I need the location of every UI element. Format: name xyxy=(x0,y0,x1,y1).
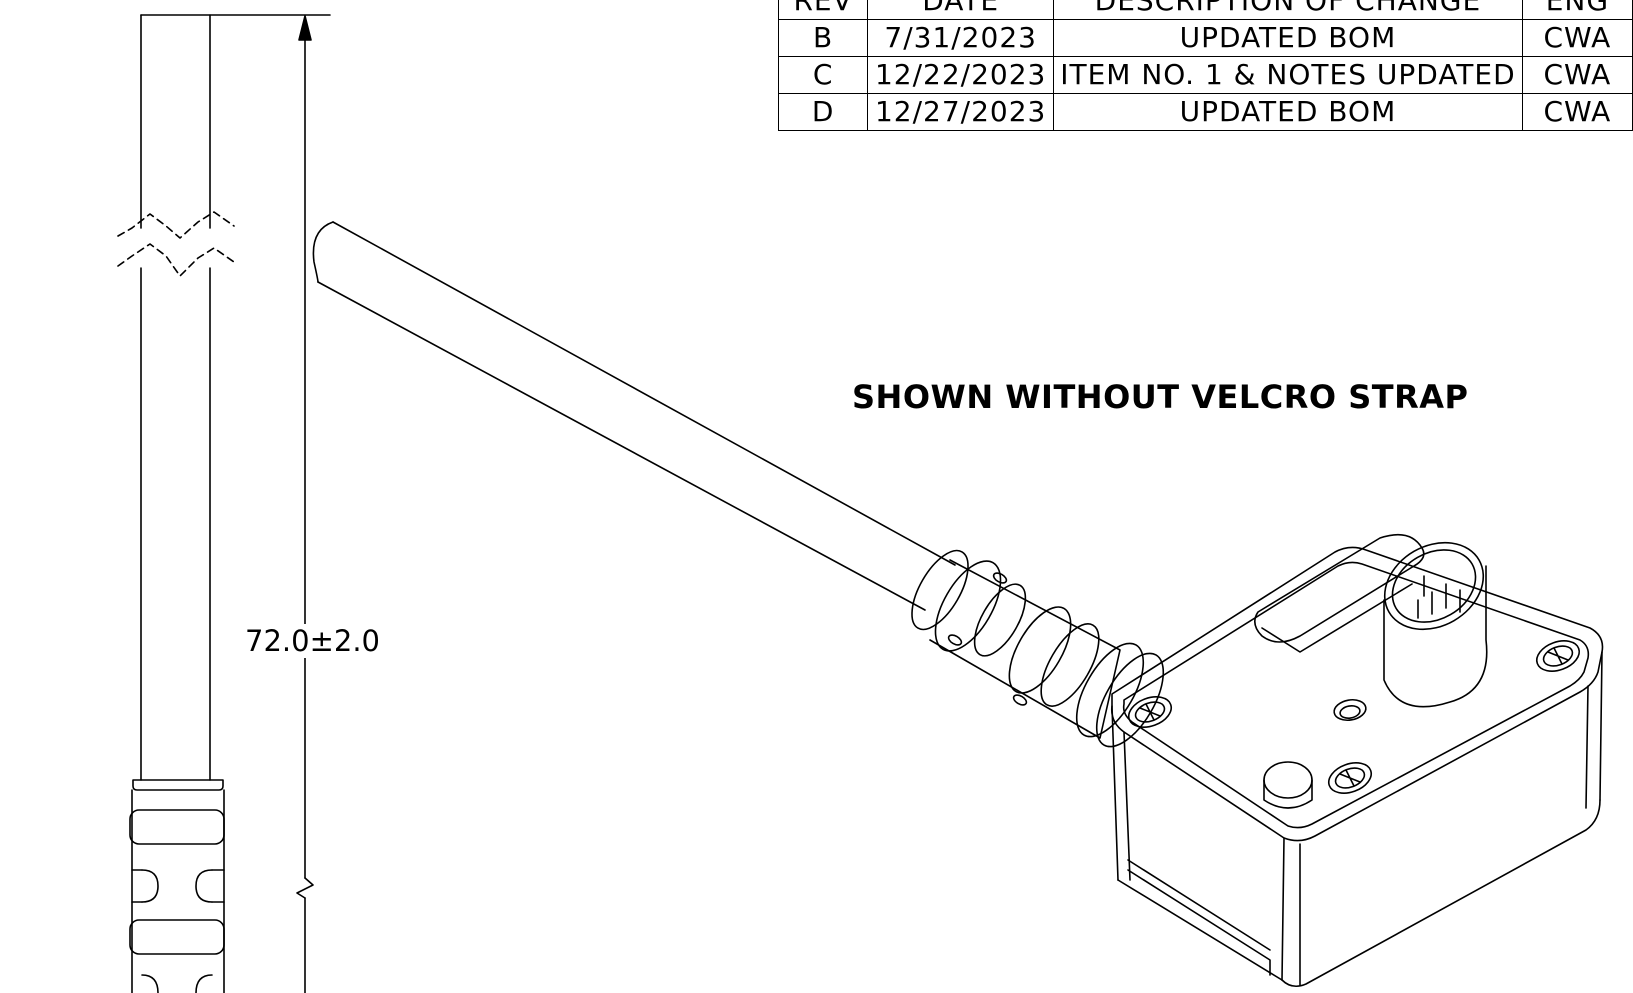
iso-housing xyxy=(1110,533,1604,988)
table-row: B 7/31/2023 UPDATED BOM CWA xyxy=(777,19,1633,57)
side-view-cable xyxy=(140,14,331,781)
cell-date: 12/22/2023 xyxy=(867,56,1055,94)
header-date: DATE xyxy=(867,0,1055,20)
cell-description: UPDATED BOM xyxy=(1053,93,1523,131)
cell-description: ITEM NO. 1 & NOTES UPDATED xyxy=(1053,56,1523,94)
cell-eng: CWA xyxy=(1521,93,1633,131)
header-description: DESCRIPTION OF CHANGE xyxy=(1053,0,1523,20)
length-dimension-label: 72.0±2.0 xyxy=(244,624,381,658)
iso-screws xyxy=(1127,640,1581,794)
cell-description: UPDATED BOM xyxy=(1053,19,1523,57)
cell-rev: B xyxy=(777,19,869,57)
header-rev: REV xyxy=(777,0,869,20)
revision-table: REV DATE DESCRIPTION OF CHANGE ENG B 7/3… xyxy=(777,0,1633,131)
dimension-line xyxy=(296,15,314,993)
cell-rev: D xyxy=(777,93,869,131)
iso-cable xyxy=(312,221,956,611)
cell-date: 12/27/2023 xyxy=(867,93,1055,131)
header-eng: ENG xyxy=(1521,0,1633,20)
revision-header-row: REV DATE DESCRIPTION OF CHANGE ENG xyxy=(777,0,1633,20)
table-row: C 12/22/2023 ITEM NO. 1 & NOTES UPDATED … xyxy=(777,56,1633,94)
view-note: SHOWN WITHOUT VELCRO STRAP xyxy=(852,378,1469,416)
side-view-strain-relief xyxy=(129,779,225,993)
table-row: D 12/27/2023 UPDATED BOM CWA xyxy=(777,93,1633,131)
break-symbol xyxy=(117,211,235,277)
cell-eng: CWA xyxy=(1521,56,1633,94)
cell-date: 7/31/2023 xyxy=(867,19,1055,57)
cell-eng: CWA xyxy=(1521,19,1633,57)
cell-rev: C xyxy=(777,56,869,94)
iso-strain-relief xyxy=(911,549,1165,748)
